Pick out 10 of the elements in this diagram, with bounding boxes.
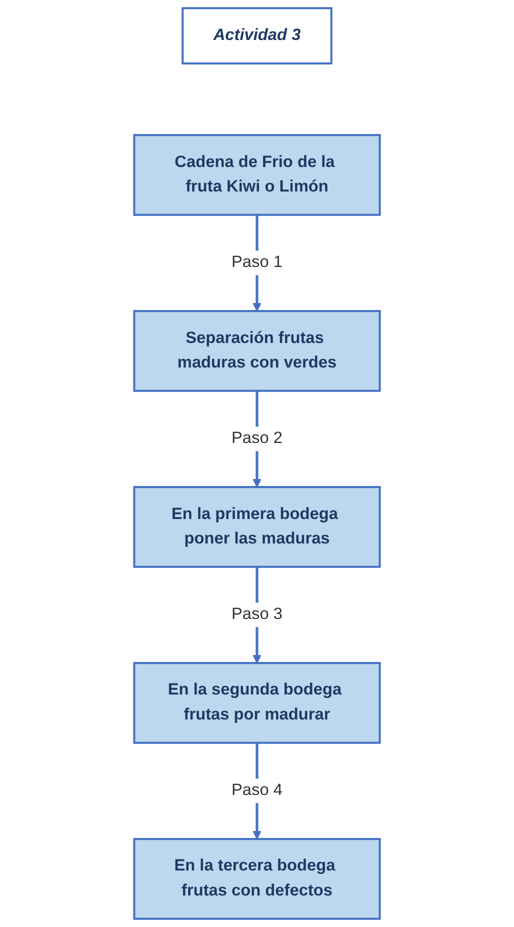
node-box: En la tercera bodega frutas con defectos xyxy=(133,838,381,920)
edge-label: Paso 4 xyxy=(232,782,282,800)
edge-label: Paso 2 xyxy=(232,430,282,448)
node-box: Separación frutas maduras con verdes xyxy=(133,310,381,392)
edge-label: Paso 3 xyxy=(232,606,282,624)
node-box: Actividad 3 xyxy=(182,7,332,64)
node-box: En la primera bodega poner las maduras xyxy=(133,486,381,568)
node-box: Cadena de Frio de la fruta Kiwi o Limón xyxy=(133,134,381,216)
edge-label: Paso 1 xyxy=(232,254,282,272)
node-box: En la segunda bodega frutas por madurar xyxy=(133,662,381,744)
